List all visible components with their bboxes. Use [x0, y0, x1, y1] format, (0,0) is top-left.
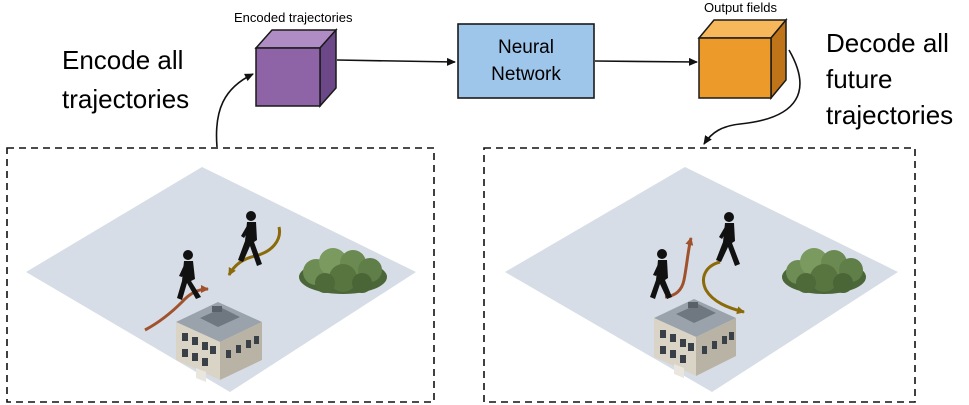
walking-person-icon: [716, 212, 740, 266]
future-ground-plane: [505, 167, 898, 392]
encode-label-line1: Encode all: [62, 45, 184, 75]
arrow-encode-curve: [215, 73, 254, 148]
neural-network-box: [457, 23, 595, 99]
arrow-decode-curve: [703, 49, 801, 145]
encoded-trajectories-cube: [254, 28, 338, 108]
walking-person-icon: [238, 211, 262, 266]
future-trajectory-a: [664, 237, 694, 299]
arrow-encoded-to-network: [336, 57, 456, 66]
arrow-network-to-output: [594, 57, 698, 66]
neural-network-label-line2: Network: [491, 64, 561, 85]
encoded-trajectories-label: Encoded trajectories: [234, 10, 353, 25]
neural-network-label-line1: Neural: [498, 37, 554, 58]
encode-label-line2: trajectories: [62, 84, 190, 114]
output-fields-label: Output fields: [704, 0, 777, 15]
future-scene-panel: [483, 147, 916, 403]
walking-person-icon: [177, 250, 201, 300]
walking-person-icon: [650, 249, 672, 299]
past-ground-plane: [26, 167, 416, 392]
past-trajectory-a: [144, 285, 209, 332]
decode-label-line2: future: [826, 64, 893, 94]
building-icon: [654, 299, 736, 378]
building-icon: [176, 302, 262, 382]
bush-icon: [299, 248, 387, 294]
decode-label-line3: trajectories: [826, 100, 954, 130]
past-scene-panel: [6, 147, 435, 403]
future-trajectory-b: [702, 260, 745, 315]
bush-icon: [782, 248, 866, 294]
decode-label-line1: Decode all: [826, 28, 949, 58]
output-fields-cube: [697, 17, 788, 101]
